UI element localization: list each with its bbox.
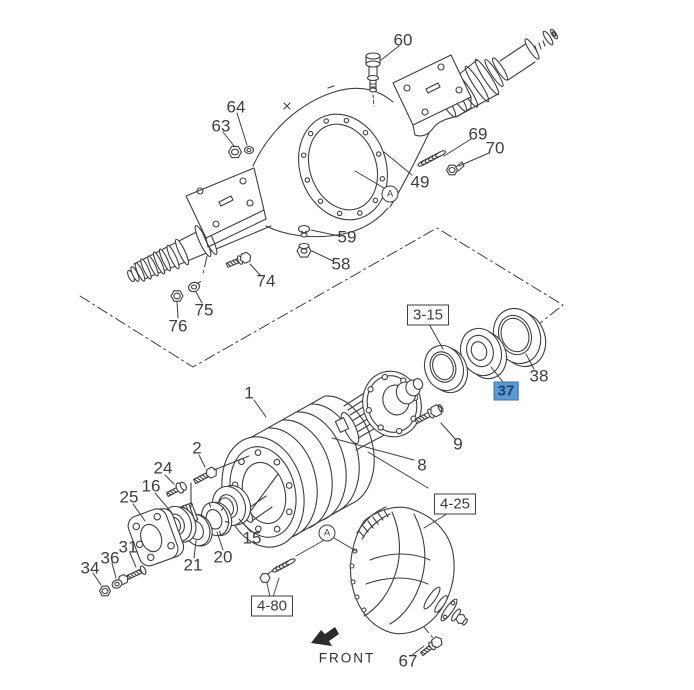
ref-box-4-25[interactable]: 4-25 xyxy=(433,493,477,515)
part-label-16[interactable]: 16 xyxy=(141,476,161,496)
part-label-9[interactable]: 9 xyxy=(453,434,463,454)
part-label-75[interactable]: 75 xyxy=(194,300,214,320)
part-label-69[interactable]: 69 xyxy=(468,124,488,144)
nut-63 xyxy=(227,145,243,159)
washer-64 xyxy=(243,145,255,155)
part-label-24[interactable]: 24 xyxy=(153,458,173,478)
part-label-2[interactable]: 2 xyxy=(192,438,202,458)
view-marker-a-diff: A xyxy=(318,524,336,542)
kit-4-80-parts xyxy=(259,537,329,598)
part-label-70[interactable]: 70 xyxy=(485,138,505,158)
nut-34 xyxy=(98,585,112,597)
part-label-8[interactable]: 8 xyxy=(417,455,427,475)
plug-58 xyxy=(296,242,312,258)
lock-washer-75 xyxy=(188,280,202,293)
part-label-38[interactable]: 38 xyxy=(529,366,549,386)
seal-ring-38 xyxy=(492,307,547,368)
bolt-67 xyxy=(419,636,443,657)
differential-carrier xyxy=(349,506,468,635)
nut-76 xyxy=(170,290,184,302)
axle-shaft xyxy=(334,370,424,451)
part-label-58[interactable]: 58 xyxy=(331,254,351,274)
part-label-37-selected[interactable]: 37 xyxy=(493,381,519,401)
bolt-9 xyxy=(414,404,444,425)
washer-59 xyxy=(297,224,311,238)
axle-housing xyxy=(127,28,558,283)
part-label-25[interactable]: 25 xyxy=(119,487,139,507)
part-label-76[interactable]: 76 xyxy=(168,316,188,336)
part-label-74[interactable]: 74 xyxy=(256,271,276,291)
front-label: FRONT xyxy=(318,650,376,666)
stud-2-axis xyxy=(213,455,250,471)
part-label-64[interactable]: 64 xyxy=(226,97,246,117)
part-label-15[interactable]: 15 xyxy=(242,528,262,548)
part-label-1[interactable]: 1 xyxy=(244,383,254,403)
bolt-70 xyxy=(445,161,465,176)
view-marker-a-housing: A xyxy=(381,185,399,203)
bolt-74 xyxy=(225,251,252,268)
part-label-63[interactable]: 63 xyxy=(211,116,231,136)
part-label-67[interactable]: 67 xyxy=(398,651,418,671)
ref-box-3-15[interactable]: 3-15 xyxy=(406,304,450,326)
part-label-36[interactable]: 36 xyxy=(100,548,120,568)
part-label-31[interactable]: 31 xyxy=(118,537,138,557)
part-label-49[interactable]: 49 xyxy=(410,172,430,192)
oil-seal-3-15 xyxy=(423,344,469,394)
stud-2 xyxy=(193,466,217,485)
projection-lines xyxy=(79,94,564,639)
part-label-34[interactable]: 34 xyxy=(80,558,100,578)
leader-lines xyxy=(92,45,535,657)
retainer-plate-25 xyxy=(127,508,185,567)
part-label-21[interactable]: 21 xyxy=(183,555,203,575)
part-label-20[interactable]: 20 xyxy=(213,547,233,567)
spring-pin-69 xyxy=(417,150,446,167)
bolt-24 xyxy=(165,481,187,497)
part-label-60[interactable]: 60 xyxy=(393,30,413,50)
front-arrow-icon xyxy=(311,627,339,646)
ref-box-4-80[interactable]: 4-80 xyxy=(250,595,294,617)
stud-31 xyxy=(118,565,147,585)
part-label-59[interactable]: 59 xyxy=(337,227,357,247)
breather-valve xyxy=(365,52,381,93)
washer-36 xyxy=(111,579,123,589)
